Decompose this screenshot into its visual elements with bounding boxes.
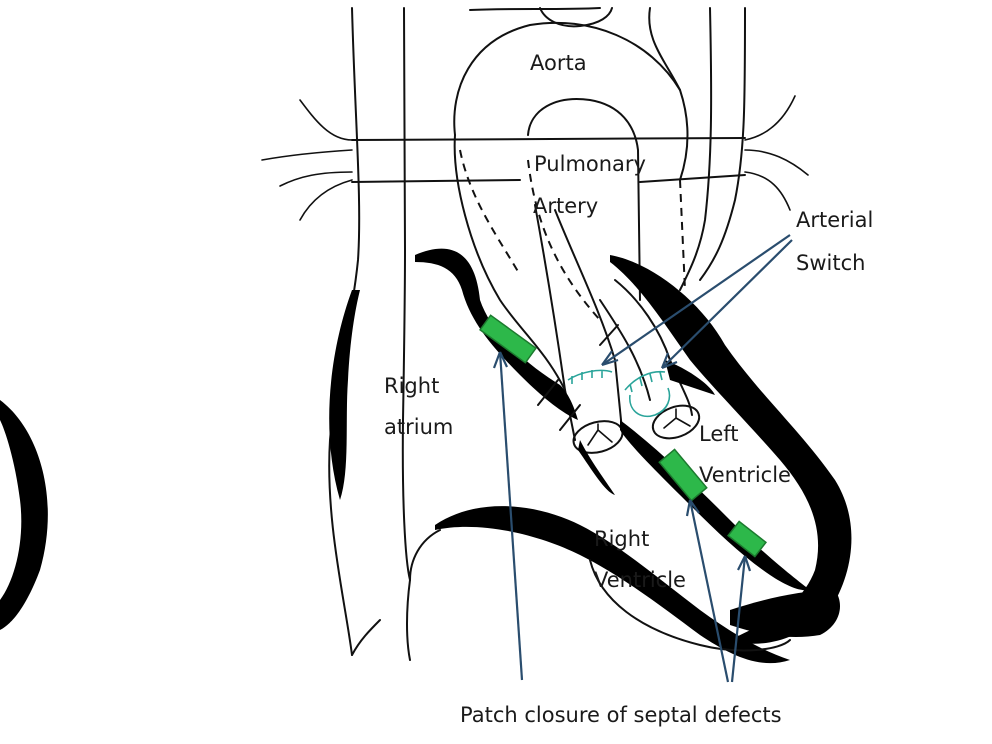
left-vessel-valve (587, 423, 613, 446)
aortic-arch-outer (453, 7, 689, 181)
label-arterial: Arterial (796, 208, 873, 232)
arrow-switch-left (601, 234, 791, 366)
arrow-patch-middle (688, 499, 730, 683)
septal-patch-upper (479, 314, 537, 364)
right-vessel-opening (651, 404, 701, 440)
arrow-switch-right-head (660, 352, 678, 370)
label-patch-closure: Patch closure of septal defects (460, 703, 782, 727)
label-left-ventricle-line1: Left (699, 422, 739, 446)
septal-tick-3 (599, 324, 619, 346)
arrow-patch-lower (730, 555, 747, 683)
ascending-aorta (453, 134, 566, 391)
pulmonary-branch-right-lower (744, 171, 791, 211)
left-edge-curve (0, 400, 48, 630)
pulmonary-dashed-left (459, 149, 521, 276)
arrow-patch-upper (498, 351, 524, 681)
right-ventricle-base (730, 590, 840, 637)
label-right-ventricle-line1: Right (594, 527, 649, 551)
label-pulmonary: Pulmonary (534, 152, 646, 176)
suture-left (567, 369, 613, 384)
suture-right (624, 370, 666, 393)
ivc-outline (351, 579, 411, 661)
label-right-ventricle-line2: Ventricle (594, 568, 686, 592)
descending-vessel-right (699, 7, 746, 281)
septal-patch-lower (727, 520, 767, 558)
pulmonary-branch-left-upper (261, 99, 353, 161)
arrow-patch-middle-head (685, 499, 700, 517)
pulmonary-dashed-center (527, 159, 601, 321)
arrow-patch-upper-head (492, 351, 508, 369)
left-ventricle-inner-wall (665, 360, 715, 395)
suture-right-loop (629, 387, 671, 417)
right-vessel-valve (663, 408, 691, 429)
pulmonary-dashed-right (679, 179, 686, 291)
right-ventricle-bottom (409, 529, 791, 652)
label-switch: Switch (796, 251, 865, 275)
right-ventricle-leaflet (578, 440, 615, 495)
label-left-ventricle-line2: Ventricle (699, 463, 791, 487)
septal-tick-2 (559, 404, 581, 431)
pulmonary-branch-right-upper (744, 95, 809, 176)
great-vessel-left (534, 204, 576, 441)
pulmonary-artery-band (351, 137, 746, 183)
arrow-patch-lower-head (737, 555, 752, 572)
pulmonary-branch-left-lower (279, 171, 353, 221)
label-artery: Artery (533, 194, 598, 218)
label-right-atrium-line2: atrium (384, 415, 453, 439)
descending-vessel-left (679, 7, 713, 291)
arrow-switch-left-head (601, 350, 619, 367)
arrow-switch-right (661, 239, 793, 369)
aortic-arch-top (539, 7, 681, 91)
left-vessel-opening (572, 420, 624, 454)
vena-cava-inner-outline (401, 7, 411, 581)
right-atrium-wall (329, 290, 360, 500)
septal-patch-middle (658, 448, 708, 502)
label-aorta: Aorta (530, 51, 587, 75)
septal-tick-1 (537, 379, 559, 406)
label-right-atrium-line1: Right (384, 374, 439, 398)
aortic-arch-inner (527, 98, 641, 301)
great-vessel-left-right-side (554, 209, 623, 431)
right-ventricle-wall (435, 506, 790, 664)
